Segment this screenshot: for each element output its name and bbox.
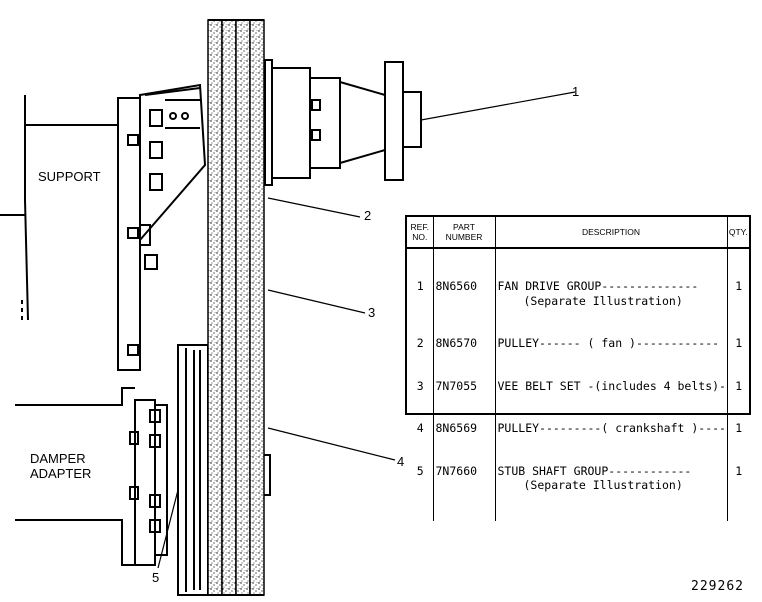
parts-table-body: 1 2 3 4 5 8N6560 8N6570 7N7055 8N6569 7N…: [407, 248, 749, 521]
qty-3: 1: [735, 378, 743, 393]
crankshaft-pulley: [177, 344, 271, 596]
ref-no-header: REF.NO.: [407, 217, 434, 249]
callout-2: 2: [364, 208, 372, 223]
part-number-1: 8N6560: [435, 279, 478, 293]
description-5-note: (Separate Illustration): [523, 478, 683, 492]
ref-4: 4: [416, 421, 424, 435]
ref-2: 2: [416, 336, 424, 350]
part-number-4: 8N6569: [435, 421, 478, 435]
callout-leaders: [157, 91, 576, 569]
description-1: FAN DRIVE GROUP--------------: [497, 279, 699, 293]
part-number-2: 8N6570: [435, 336, 478, 350]
figure-number: 229262: [691, 579, 744, 594]
callout-1: 1: [572, 84, 580, 99]
description-5: STUB SHAFT GROUP------------: [497, 463, 692, 478]
qty-header: QTY.: [727, 217, 749, 249]
callout-3: 3: [368, 305, 376, 320]
ref-5: 5: [416, 463, 424, 478]
fan-drive-group: [264, 59, 422, 186]
ref-column: 1 2 3 4 5: [407, 248, 434, 521]
callout-5: 5: [152, 570, 160, 585]
part-number-5: 7N7660: [435, 463, 478, 478]
description-2: PULLEY------ ( fan )------------: [497, 336, 720, 350]
vee-belt-set: [207, 19, 265, 596]
damper-adapter-label-line1: DAMPER: [30, 451, 86, 466]
damper-adapter-label-line2: ADAPTER: [30, 466, 92, 481]
qty-5: 1: [735, 463, 743, 478]
description-1-note: (Separate Illustration): [523, 293, 683, 308]
description-4: PULLEY---------( crankshaft )----: [497, 421, 726, 435]
description-header: DESCRIPTION: [495, 217, 728, 249]
qty-2: 1: [735, 336, 743, 350]
callout-4: 4: [397, 454, 405, 469]
part-number-3: 7N7055: [435, 378, 478, 393]
qty-1: 1: [735, 279, 743, 293]
part-number-column: 8N6560 8N6570 7N7055 8N6569 7N7660: [433, 248, 496, 521]
ref-3: 3: [416, 378, 424, 393]
description-3: VEE BELT SET -(includes 4 belts)---: [497, 378, 727, 393]
description-column: FAN DRIVE GROUP--------------(Separate I…: [495, 248, 728, 521]
qty-4: 1: [735, 421, 743, 435]
support-bracket: [0, 83, 207, 371]
qty-column: 1 1 1 1 1: [727, 248, 749, 521]
support-label: SUPPORT: [38, 169, 101, 184]
ref-1: 1: [416, 279, 424, 293]
damper-adapter-housing: [15, 387, 168, 566]
